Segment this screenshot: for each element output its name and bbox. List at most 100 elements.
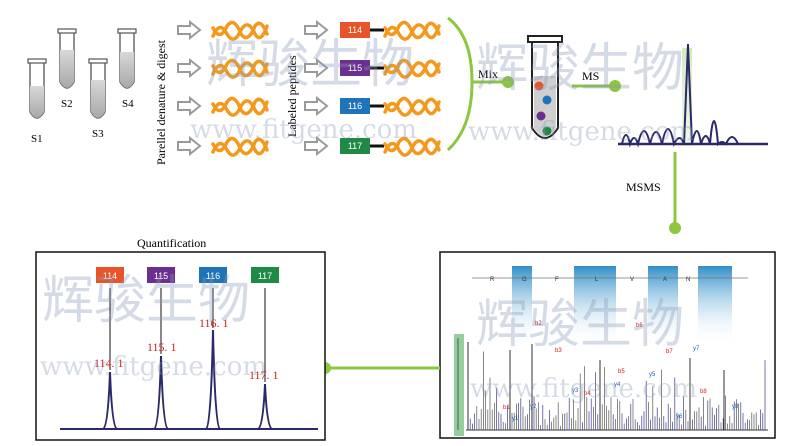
arrow-1-row-3	[177, 95, 202, 117]
label-quantification: Quantification	[137, 236, 206, 250]
tag-115-badge	[340, 60, 370, 76]
quant-tag-116-badge	[199, 267, 227, 283]
ion-b4: b4	[584, 391, 591, 397]
tube-s1: S1	[27, 58, 47, 145]
msms-peaks	[457, 338, 766, 430]
seq-letter-6: A	[663, 277, 667, 283]
watermark-brand-1: 辉骏生物	[206, 35, 414, 95]
labeled-peptide-rows: 114 115 116 117	[340, 20, 441, 157]
label-labeled-peptides: Labeled peptides	[285, 55, 299, 137]
reporter-region-highlight	[454, 334, 464, 436]
tag-row-116: 116	[340, 96, 441, 117]
quant-tag-117-label: 117	[258, 271, 272, 281]
dot-114	[534, 81, 544, 91]
seq-letter-7: N	[686, 277, 690, 283]
tag-117-badge	[340, 138, 370, 154]
tag-114-badge	[340, 22, 370, 38]
tag-row-114: 114	[340, 20, 441, 41]
arrow-2-row-2	[304, 57, 329, 79]
arrow-1-row-1	[177, 19, 202, 41]
seq-letter-2: G	[522, 277, 527, 283]
tube-s4: S4	[117, 28, 137, 110]
seq-letter-3: F	[555, 277, 559, 283]
label-msms: MSMS	[626, 180, 661, 194]
coverage-column-1	[512, 266, 532, 346]
ion-y7: y7	[693, 346, 700, 352]
peptide-1-row-2	[211, 58, 269, 79]
reporter-peak-116	[205, 329, 221, 430]
quantification-panel: Quantification 114 115 116 117 114. 1 115. 1…	[35, 236, 326, 441]
ion-y1: y1	[512, 416, 519, 422]
peptide-1-row-1	[211, 20, 269, 41]
reporter-peak-115	[153, 355, 169, 430]
ion-y4: y4	[614, 382, 621, 388]
sequence-coverage-columns	[512, 266, 732, 346]
arrow-1-row-4	[177, 135, 202, 157]
reporter-peak-114	[102, 371, 118, 430]
watermark-url-3: www.fitgene.com	[40, 352, 267, 382]
peptide-1-row-3	[211, 96, 269, 117]
reporter-tags: 114 115 116 117	[96, 267, 279, 283]
reporter-peak-label-117: 117. 1	[249, 368, 279, 382]
tag-row-115: 115	[340, 58, 441, 79]
reporter-ion-peaks: 114. 1 115. 1 116. 1 117. 1	[94, 288, 279, 430]
reporter-peak-label-114: 114. 1	[94, 356, 124, 370]
watermark-url-2: www.fitgene.com	[468, 117, 695, 147]
peptide-2-row-4	[383, 136, 441, 157]
ion-y8: y8	[732, 404, 739, 410]
quant-connector	[319, 362, 440, 374]
quant-tag-115-badge	[147, 267, 175, 283]
quant-tag-114-label: 114	[103, 271, 117, 281]
tag-117-label: 117	[348, 141, 362, 151]
ion-b1: b1	[503, 405, 510, 411]
sample-tubes: S1 S2 S3 S4	[27, 28, 137, 145]
watermark: 辉骏生物 www.fitgene.com 辉骏生物 www.fitgene.co…	[40, 35, 697, 404]
label-ms: MS	[582, 69, 599, 83]
dot-115	[536, 111, 546, 121]
label-denature-digest: Parellel denature & digest	[154, 39, 168, 165]
seq-letter-5: V	[630, 277, 634, 283]
watermark-brand-3: 辉骏生物	[42, 271, 250, 331]
reporter-peak-label-116: 116. 1	[199, 316, 229, 330]
label-s3: S3	[92, 128, 104, 140]
ion-b7: b7	[666, 349, 673, 355]
peptide-2-row-2	[383, 58, 441, 79]
quant-tag-117-badge	[251, 267, 279, 283]
ion-b8: b8	[700, 389, 707, 395]
ion-y5: y5	[649, 372, 656, 378]
reporter-peak-label-115: 115. 1	[147, 340, 177, 354]
dot-117	[542, 126, 552, 136]
ion-b3: b3	[555, 348, 562, 354]
ms-connector: MS	[572, 69, 621, 92]
coverage-column-4	[698, 266, 732, 346]
label-s2: S2	[61, 98, 73, 110]
reporter-peak-117	[257, 383, 273, 430]
tag-115-label: 115	[348, 63, 362, 73]
tag-row-117: 117	[340, 136, 441, 157]
arrow-1-row-2	[177, 57, 202, 79]
arrow-column-2	[304, 19, 329, 157]
watermark-brand-4: 辉骏生物	[476, 295, 684, 355]
ion-b5: b5	[618, 369, 625, 375]
ion-b2: b2	[535, 321, 542, 327]
seq-letter-1: R	[490, 277, 495, 283]
arrow-2-row-4	[304, 135, 329, 157]
dot-116	[542, 95, 552, 105]
tube-s2: S2	[57, 28, 77, 110]
ion-b6: b6	[636, 323, 643, 329]
tag-116-label: 116	[348, 101, 362, 111]
tube-s3: S3	[88, 58, 108, 140]
quant-tag-115-label: 115	[154, 271, 168, 281]
quant-tag-116-label: 116	[206, 271, 220, 281]
peptide-1-row-4	[211, 136, 269, 157]
ion-y6: y6	[676, 414, 683, 420]
arrow-2-row-1	[304, 19, 329, 41]
msms-connector: MSMS	[626, 152, 681, 234]
ion-y2: y2	[530, 404, 537, 410]
peptide-2-row-3	[383, 96, 441, 117]
seq-letter-4: L	[595, 277, 599, 283]
